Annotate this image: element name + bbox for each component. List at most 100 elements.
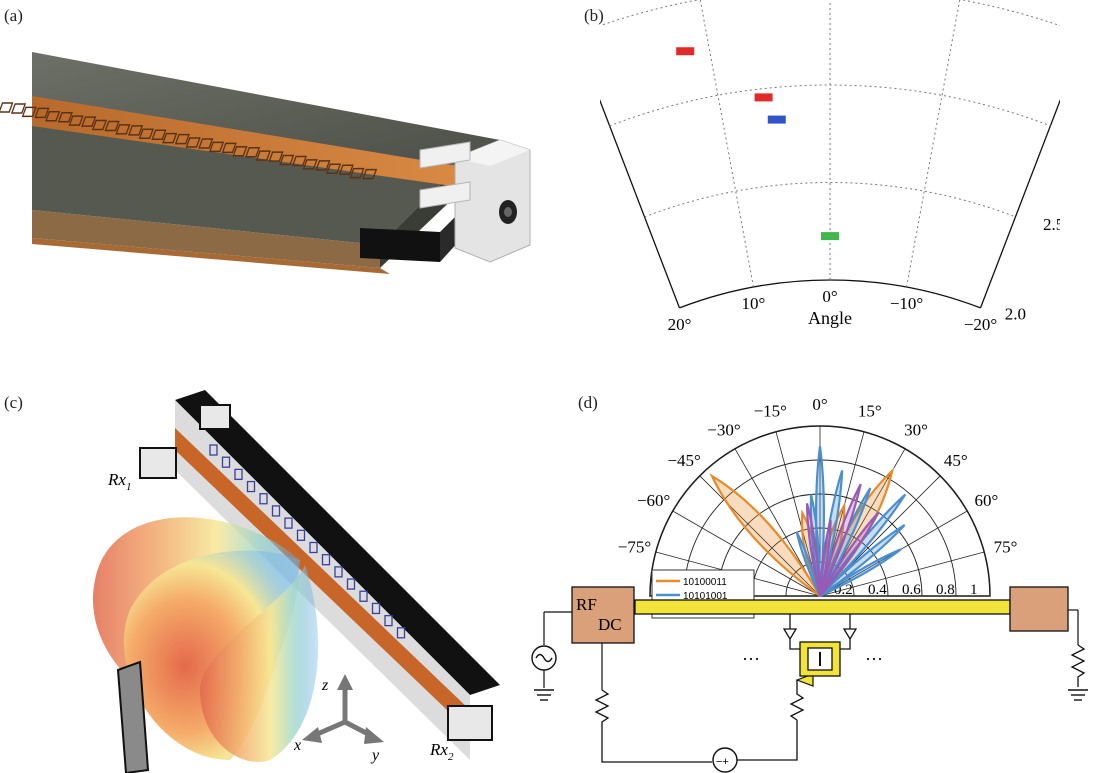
diode-left bbox=[782, 614, 802, 650]
angle-tick-label: 20° bbox=[668, 315, 692, 334]
rx1-label: Rx1 bbox=[107, 470, 131, 493]
slot-pair bbox=[359, 590, 368, 602]
ellipsis-left: ··· bbox=[742, 649, 760, 669]
slot-pair bbox=[151, 129, 167, 140]
slot-pair bbox=[325, 163, 342, 174]
axis-z-label: z bbox=[321, 677, 329, 694]
sine-glyph bbox=[535, 653, 553, 663]
slot-pair bbox=[346, 578, 356, 590]
angle-tick-label: −10° bbox=[890, 294, 923, 313]
slot-pair bbox=[309, 541, 318, 554]
sector-inner-arc bbox=[679, 279, 981, 309]
panel-a-antenna-render bbox=[0, 52, 531, 274]
radial-tick-label: 0.8 bbox=[936, 582, 955, 598]
slot-pair bbox=[45, 111, 61, 122]
copper-strip-c bbox=[175, 428, 470, 732]
slot-pair bbox=[371, 602, 381, 615]
grid-radial bbox=[699, 0, 754, 288]
slot-pair bbox=[268, 151, 284, 162]
grid-arc bbox=[609, 84, 1051, 127]
slot-pair bbox=[115, 124, 131, 135]
angle-tick-label: 30° bbox=[904, 421, 928, 440]
slot-pair bbox=[57, 112, 73, 123]
radiation-lobes bbox=[92, 517, 319, 762]
photodiode-icon bbox=[795, 673, 814, 687]
slot-pair bbox=[209, 444, 218, 456]
rf-dc-box bbox=[571, 586, 635, 644]
sector-edge-left bbox=[600, 99, 681, 309]
pattern-lobe bbox=[819, 511, 880, 597]
panel-d-polar-circuit: 0.20.40.60.81−75°−60°−45°−30°−15°0°15°30… bbox=[531, 395, 1088, 773]
slot-pair bbox=[384, 614, 393, 627]
data-point-blue bbox=[767, 115, 786, 124]
slot-pair bbox=[338, 164, 354, 175]
slot-pair bbox=[234, 468, 243, 481]
slot-pair bbox=[21, 106, 37, 118]
data-point-red bbox=[676, 47, 695, 56]
slot-pair bbox=[284, 517, 293, 529]
microstrip-line bbox=[634, 599, 1011, 615]
angle-tick-label: −75° bbox=[618, 537, 651, 556]
grid-radial bbox=[906, 0, 961, 288]
panel-label-d: (d) bbox=[578, 393, 598, 412]
pattern-lobe bbox=[819, 524, 906, 597]
polar-spoke bbox=[672, 510, 821, 597]
polar-spoke bbox=[819, 551, 985, 597]
slot-pair bbox=[246, 480, 256, 493]
angle-tick-label: −45° bbox=[667, 451, 700, 470]
angle-tick-label: 10° bbox=[742, 294, 766, 313]
slot-pair bbox=[162, 132, 178, 144]
panel-label-a: (a) bbox=[4, 6, 23, 25]
ellipsis-right: ··· bbox=[865, 649, 883, 669]
slot-pair bbox=[255, 150, 271, 161]
panel-c-antenna-pattern: z x y Rx1 Rx2 bbox=[92, 390, 500, 773]
slot-pair bbox=[91, 119, 108, 131]
substrate-top bbox=[32, 52, 500, 165]
wire bbox=[737, 720, 798, 761]
pattern-lobe bbox=[795, 531, 822, 597]
x-axis-label: Angle bbox=[808, 308, 852, 328]
slot-pair bbox=[185, 137, 201, 148]
slot-pair bbox=[81, 116, 97, 127]
panel-label-b: (b) bbox=[584, 6, 604, 25]
pattern-lobe bbox=[818, 519, 832, 597]
sector-edge-right bbox=[979, 99, 1060, 309]
slot-pair bbox=[296, 529, 306, 541]
slot-pair bbox=[362, 168, 378, 180]
slot-pair bbox=[396, 627, 406, 639]
range-tick-label: 2.0 bbox=[1005, 305, 1026, 324]
bias-resistor bbox=[594, 689, 712, 763]
rf-label: RF bbox=[576, 595, 597, 614]
angle-tick-label: 60° bbox=[974, 491, 998, 510]
diode-right bbox=[838, 614, 858, 650]
bias-resistor-2 bbox=[789, 680, 805, 721]
pattern-lobe bbox=[805, 503, 822, 597]
slot-pair bbox=[232, 146, 248, 157]
grid-arc bbox=[644, 182, 1016, 218]
slot-pair bbox=[34, 107, 50, 119]
panel-label-c: (c) bbox=[4, 393, 23, 412]
slot-pair bbox=[68, 115, 84, 126]
slot-pair bbox=[315, 160, 331, 171]
slot-pair bbox=[291, 155, 307, 167]
slot-pair bbox=[334, 566, 343, 578]
polar-spoke bbox=[699, 475, 821, 597]
slot-pair bbox=[221, 456, 231, 468]
slot-pair bbox=[104, 120, 120, 132]
dc-source-sign: −+ bbox=[716, 756, 729, 768]
receiver-plate bbox=[116, 660, 150, 773]
angle-tick-label: −20° bbox=[964, 315, 997, 334]
radial-tick-label: 0.6 bbox=[902, 582, 921, 598]
slot-pair bbox=[279, 154, 295, 166]
angle-tick-label: −60° bbox=[637, 491, 670, 510]
copper-strip bbox=[32, 96, 470, 186]
pattern-lobe bbox=[819, 548, 902, 597]
legend-entry: 10100011 bbox=[683, 577, 727, 588]
panel-b-range-angle-chart: 2.02.53.03.54.020°10°0°−10°−20°AngleRang… bbox=[600, 0, 1060, 334]
slot-pair bbox=[259, 493, 268, 505]
slot-pair bbox=[138, 128, 154, 139]
slot-pair bbox=[349, 167, 365, 179]
angle-tick-label: 75° bbox=[994, 537, 1018, 556]
xyz-axes bbox=[302, 674, 384, 744]
axis-y-label: y bbox=[370, 747, 380, 764]
